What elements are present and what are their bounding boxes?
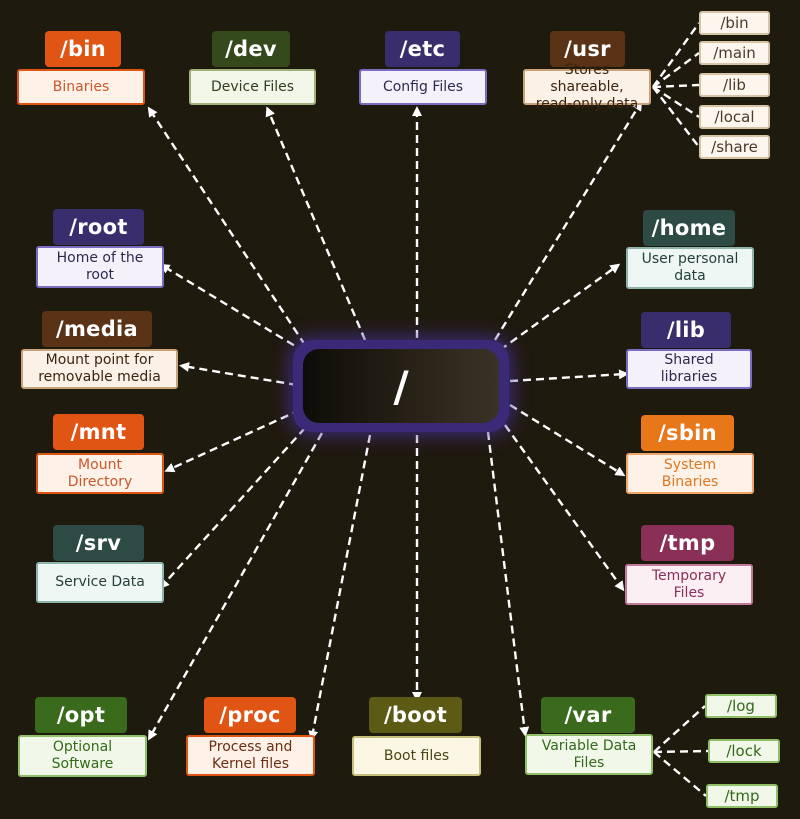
node-desc-proc: Process and Kernel files	[186, 735, 315, 776]
node-desc-var: Variable Data Files	[525, 734, 653, 775]
connector-opt	[148, 432, 324, 741]
node-label-var[interactable]: /var	[541, 697, 635, 733]
node-desc-opt: Optional Software	[18, 735, 147, 777]
usr-child-local[interactable]: /local	[699, 105, 770, 129]
node-label-mnt[interactable]: /mnt	[53, 414, 144, 450]
node-desc-srv: Service Data	[36, 562, 164, 603]
connector-media	[179, 362, 298, 387]
connector-sbin	[509, 403, 626, 477]
node-desc-mnt: Mount Directory	[36, 453, 164, 494]
connector-lib	[509, 369, 629, 383]
node-label-etc[interactable]: /etc	[385, 31, 460, 67]
var-child-lock[interactable]: /lock	[708, 739, 780, 763]
node-label-bin[interactable]: /bin	[45, 31, 121, 67]
var-connector-2	[653, 751, 707, 797]
usr-child-bin[interactable]: /bin	[699, 11, 770, 35]
node-desc-bin: Binaries	[17, 69, 145, 105]
node-desc-usr: Stores shareable, read-only data	[523, 62, 651, 112]
node-label-usr[interactable]: /usr	[550, 31, 625, 67]
root-node[interactable]: /	[293, 340, 509, 432]
node-desc-root: Home of the root	[36, 246, 164, 288]
node-label-sbin[interactable]: /sbin	[641, 415, 734, 451]
node-label-dev[interactable]: /dev	[212, 31, 290, 67]
node-label-media[interactable]: /media	[42, 311, 152, 347]
usr-connector-2	[652, 83, 700, 89]
node-label-proc[interactable]: /proc	[204, 697, 296, 733]
var-connector-0	[653, 705, 706, 753]
connector-var	[486, 431, 530, 737]
connector-dev	[265, 106, 367, 341]
node-label-lib[interactable]: /lib	[641, 312, 731, 348]
connector-usr	[493, 100, 643, 341]
var-child-tmp[interactable]: /tmp	[706, 784, 778, 808]
node-desc-sbin: System Binaries	[626, 453, 754, 494]
node-label-srv[interactable]: /srv	[53, 525, 144, 561]
node-desc-etc: Config Files	[359, 69, 487, 105]
usr-connector-4	[652, 86, 700, 148]
connector-tmp	[504, 424, 625, 592]
node-desc-lib: Shared libraries	[626, 349, 752, 389]
root-label: /	[393, 361, 409, 411]
usr-connector-1	[652, 52, 700, 88]
connector-proc	[308, 434, 372, 741]
node-label-boot[interactable]: /boot	[369, 697, 462, 733]
usr-connector-3	[652, 85, 700, 119]
usr-connector-0	[652, 22, 700, 88]
connector-srv	[159, 427, 306, 589]
node-desc-dev: Device Files	[189, 69, 316, 105]
node-label-root[interactable]: /root	[53, 209, 144, 245]
var-connector-1	[653, 749, 709, 754]
node-label-home[interactable]: /home	[643, 210, 735, 246]
node-desc-home: User personal data	[626, 247, 754, 289]
root-node-inner: /	[303, 349, 499, 423]
connector-bin	[147, 106, 307, 346]
connector-root	[159, 263, 306, 354]
usr-child-share[interactable]: /share	[699, 135, 770, 159]
usr-child-main[interactable]: /main	[699, 41, 770, 65]
connector-home	[499, 263, 621, 351]
node-desc-boot: Boot files	[352, 736, 481, 776]
node-label-opt[interactable]: /opt	[35, 697, 127, 733]
node-desc-tmp: Temporary Files	[625, 564, 753, 605]
var-child-log[interactable]: /log	[705, 694, 777, 718]
connector-mnt	[164, 408, 301, 473]
usr-child-lib[interactable]: /lib	[699, 73, 770, 97]
node-desc-media: Mount point for removable media	[21, 349, 178, 389]
node-label-tmp[interactable]: /tmp	[641, 525, 734, 561]
